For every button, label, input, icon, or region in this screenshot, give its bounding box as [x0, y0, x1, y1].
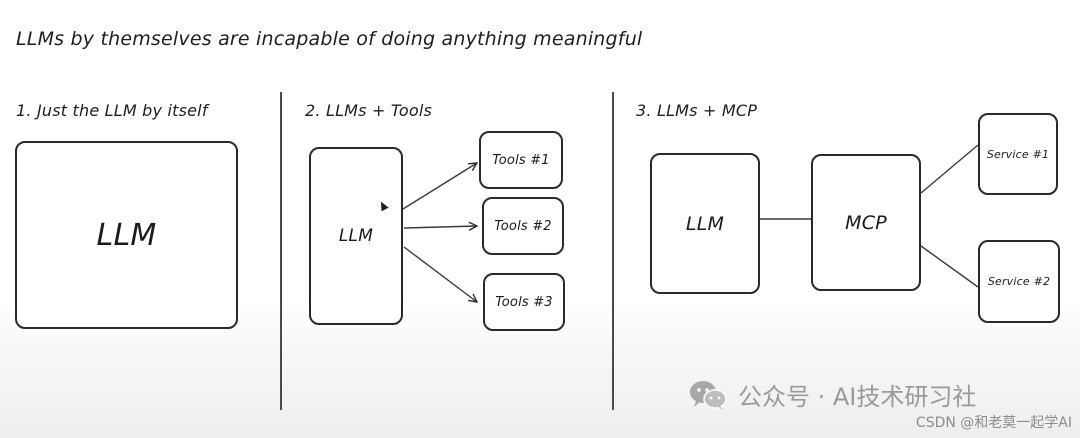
wechat-icon	[690, 380, 727, 410]
tools-3-box: Tools #3	[483, 273, 565, 331]
section-divider-1	[280, 92, 282, 410]
tools-1-box: Tools #1	[479, 131, 563, 189]
section-2-llm-box: LLM	[309, 147, 403, 325]
mcp-label: MCP	[845, 211, 887, 234]
tools-3-label: Tools #3	[495, 294, 553, 310]
arrow-llm-to-tool2	[403, 226, 477, 228]
section-1-llm-label: LLM	[96, 217, 157, 253]
section-1-llm-box: LLM	[15, 141, 238, 329]
line-mcp-to-service1	[920, 144, 979, 194]
section-2-heading: 2. LLMs + Tools	[305, 101, 433, 120]
arrow-llm-to-tool3	[403, 246, 477, 302]
tools-2-box: Tools #2	[482, 197, 564, 255]
section-3-heading: 3. LLMs + MCP	[636, 101, 758, 120]
csdn-credit: CSDN @和老莫一起学AI	[915, 415, 1072, 431]
section-1-heading: 1. Just the LLM by itself	[16, 101, 208, 120]
watermark: 公众号 · AI技术研习社	[688, 377, 976, 412]
tools-2-label: Tools #2	[494, 218, 552, 234]
line-mcp-to-service2	[920, 245, 979, 288]
service-1-box: Service #1	[978, 113, 1058, 195]
section-divider-2	[612, 92, 614, 410]
service-2-label: Service #2	[987, 275, 1051, 288]
watermark-text: 公众号 · AI技术研习社	[738, 383, 977, 411]
mcp-box: MCP	[811, 154, 921, 291]
arrow-llm-to-tool1	[402, 163, 477, 210]
tools-1-label: Tools #1	[492, 152, 550, 168]
service-2-box: Service #2	[978, 240, 1060, 323]
section-2-llm-label: LLM	[338, 226, 374, 246]
section-3-llm-label: LLM	[685, 212, 725, 235]
diagram-title: LLMs by themselves are incapable of doin…	[16, 28, 643, 50]
service-1-label: Service #1	[986, 147, 1050, 161]
section-3-llm-box: LLM	[650, 153, 760, 294]
